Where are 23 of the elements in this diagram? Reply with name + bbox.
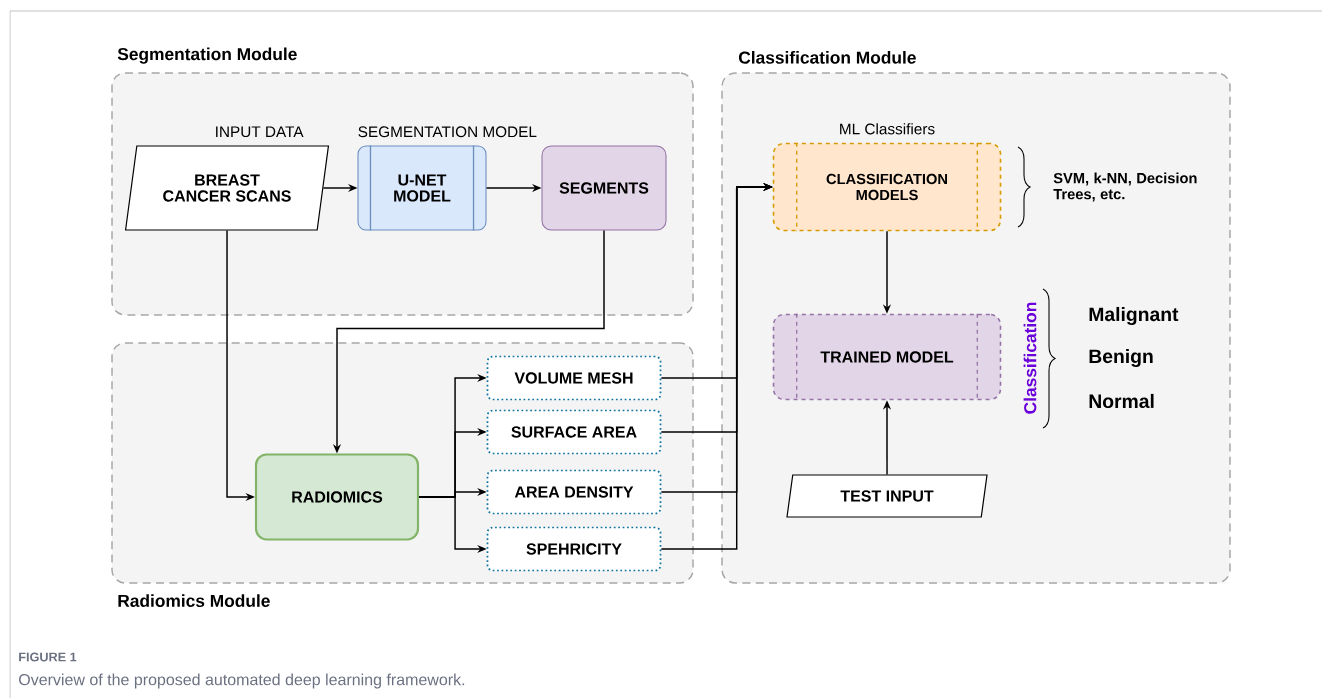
process-box: CLASSIFICATION MODELS [772, 142, 1002, 232]
figure-number: FIGURE 1 [19, 652, 77, 662]
data-parallelogram: TEST INPUT [786, 474, 988, 518]
module-heading: Segmentation Module [117, 47, 297, 64]
process-box: TRAINED MODEL [772, 313, 1002, 401]
class-label: Malignant [1089, 306, 1179, 326]
feature-box: SURFACE AREA [486, 409, 662, 455]
figure-caption: Overview of the proposed automated deep learning framework. [19, 673, 465, 689]
node-caption: ML Classifiers [840, 123, 935, 135]
feature-box: SPEHRICITY [486, 526, 662, 572]
classifier-list: SVM, k-NN, Decision Trees, etc. [1053, 172, 1197, 202]
class-label: Normal [1089, 393, 1154, 409]
module-heading: Classification Module [739, 51, 916, 64]
feature-box: AREA DENSITY [486, 469, 662, 515]
class-label: Benign [1089, 348, 1153, 368]
process-box: U-NET MODEL [357, 144, 487, 232]
feature-box: VOLUME MESH [486, 355, 662, 401]
process-box: RADIOMICS [254, 453, 420, 541]
module-heading: Radiomics Module [118, 594, 270, 607]
node-caption: SEGMENTATION MODEL [358, 126, 537, 138]
classification-label: Classification [1023, 302, 1037, 414]
node-caption: INPUT DATA [216, 126, 304, 138]
process-box: SEGMENTS [541, 145, 667, 231]
